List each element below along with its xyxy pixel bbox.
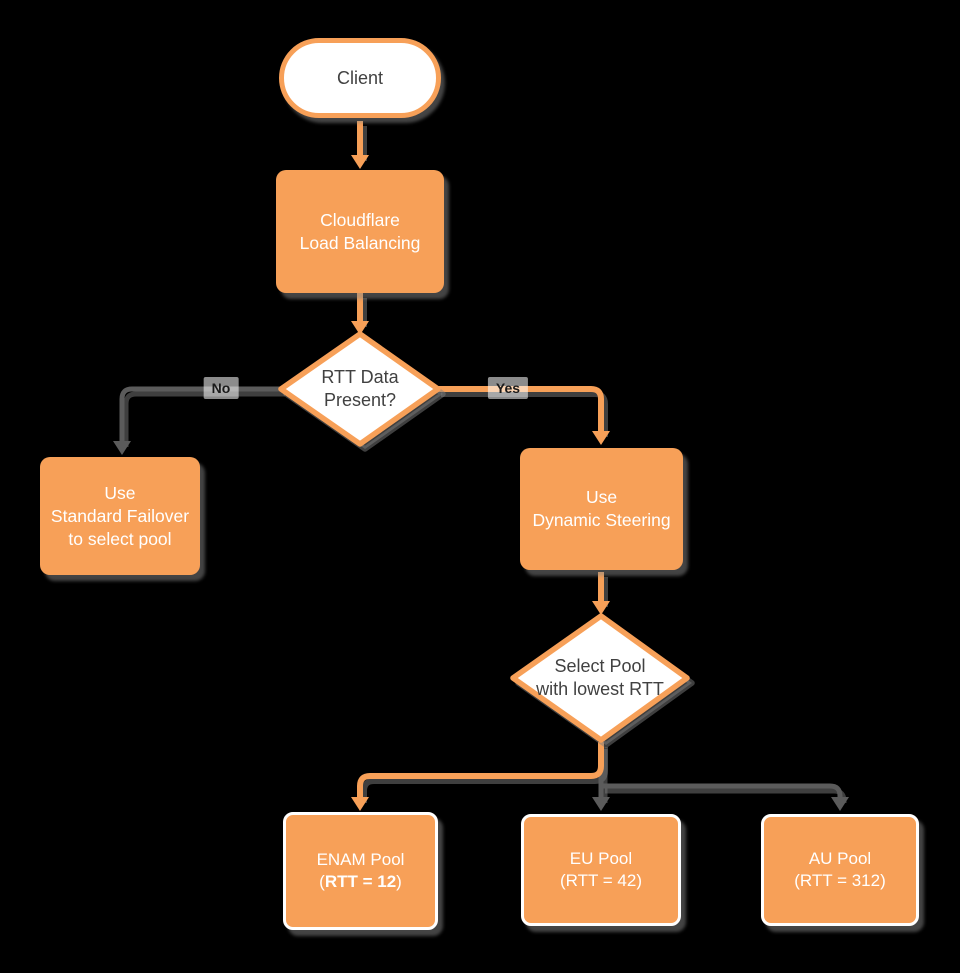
dynamic-steering-label: Use Dynamic Steering <box>532 487 671 530</box>
diamond-rtt-decision <box>278 331 446 452</box>
standard-failover-label: Use Standard Failover to select pool <box>50 482 190 549</box>
node-au-pool: AU Pool (RTT = 312) <box>761 814 919 926</box>
load-balancer-label: Cloudflare Load Balancing <box>299 209 421 253</box>
connector-client-to-lb <box>351 121 369 169</box>
enam-pool-title: ENAM Pool <box>316 850 405 869</box>
node-load-balancer: Cloudflare Load Balancing <box>276 170 444 293</box>
node-standard-failover: Use Standard Failover to select pool <box>40 457 200 575</box>
node-dynamic-steering: Use Dynamic Steering <box>520 448 683 570</box>
connector-steering-to-selectpool <box>592 572 610 615</box>
rtt-decision-label: RTT Data Present? <box>321 367 399 410</box>
edge-label-no: No <box>203 377 239 399</box>
enam-pool-rtt: (RTT = 12) <box>319 872 402 891</box>
node-client: Client <box>279 38 441 118</box>
connector-shadows <box>123 126 847 803</box>
connector-au-branch <box>601 783 849 811</box>
node-eu-pool: EU Pool (RTT = 42) <box>521 814 681 926</box>
connector-yes-branch <box>437 386 610 445</box>
client-label: Client <box>336 67 384 88</box>
au-pool-label: AU Pool (RTT = 312) <box>794 849 886 890</box>
connector-enam-branch <box>351 742 604 811</box>
eu-pool-label: EU Pool (RTT = 42) <box>559 849 643 890</box>
diamond-select-pool <box>510 613 695 748</box>
node-enam-pool: ENAM Pool (RTT = 12) <box>283 812 438 930</box>
connector-lb-to-decision <box>351 293 369 335</box>
select-pool-label: Select Pool with lowest RTT <box>536 656 664 699</box>
edge-label-yes: Yes <box>487 377 529 399</box>
connector-no-branch <box>113 386 281 455</box>
